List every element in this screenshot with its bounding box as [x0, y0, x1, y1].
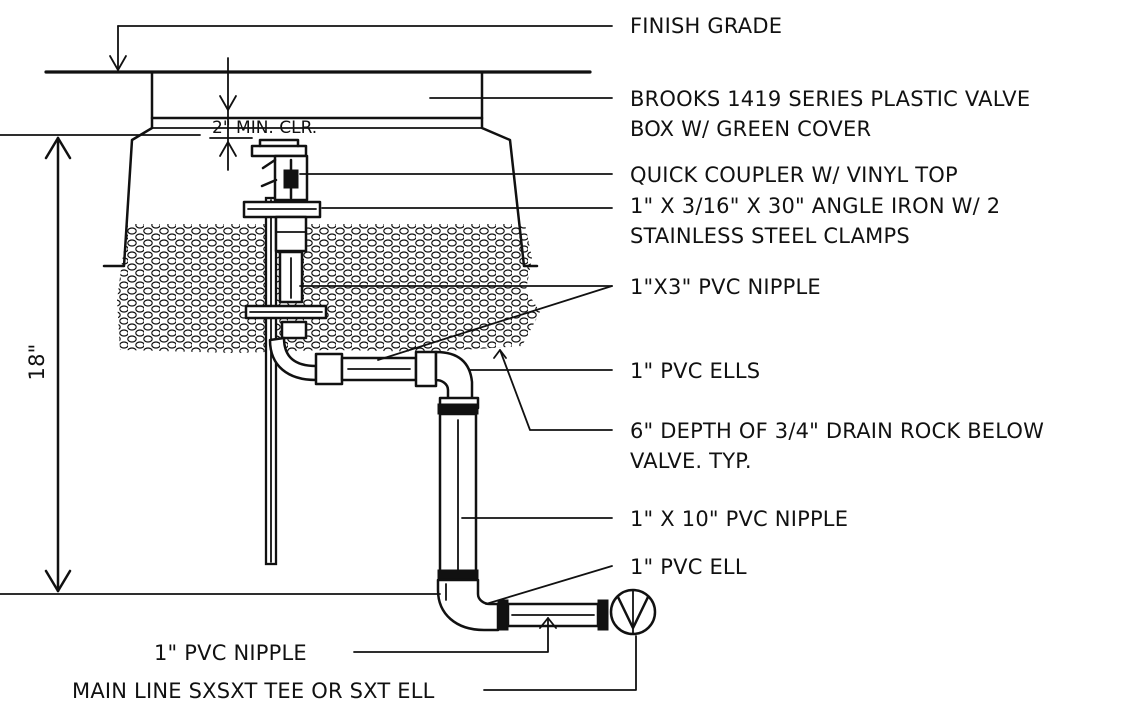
- pvc-ell-label: 1" PVC ELL: [630, 555, 747, 579]
- quick-coupler: [250, 138, 309, 202]
- pvc-nipple-1x10: [437, 403, 479, 582]
- angle-iron-label-line2: STAINLESS STEEL CLAMPS: [630, 224, 910, 248]
- leader-lines: [109, 25, 637, 691]
- drain-rock-label-line2: VALVE. TYP.: [630, 449, 752, 473]
- drain-rock-label-line1: 6" DEPTH OF 3/4" DRAIN ROCK BELOW: [630, 419, 1044, 443]
- right-pvc-ell: [434, 350, 474, 402]
- pvc-nipple-1x3-label: 1"X3" PVC NIPPLE: [630, 275, 821, 299]
- pvc-ells-label: 1" PVC ELLS: [630, 359, 760, 383]
- quick-coupler-vinyl-top: [250, 144, 308, 158]
- pvc-nipple-label: 1" PVC NIPPLE: [154, 641, 307, 665]
- valve-box-cover: [150, 70, 484, 120]
- valve-box-label-line1: BROOKS 1419 SERIES PLASTIC VALVE: [630, 87, 1030, 111]
- drain-rock-area: [117, 224, 540, 353]
- finish-grade-label: FINISH GRADE: [630, 14, 782, 38]
- stainless-steel-clamps: [242, 200, 328, 320]
- main-line-tee: [609, 588, 657, 636]
- main-line-tee-label: MAIN LINE SXSXT TEE OR SXT ELL: [72, 679, 435, 703]
- valve-box-right-wall: [480, 116, 539, 268]
- angle-iron: [264, 196, 278, 566]
- valve-box-label-line2: BOX W/ GREEN COVER: [630, 117, 871, 141]
- depth-dimension: [0, 134, 441, 595]
- pvc-nipple-horizontal-lower: [497, 599, 609, 631]
- depth-dimension-label: 18": [25, 344, 49, 381]
- min-clearance-label: 2" MIN. CLR.: [212, 118, 317, 138]
- min-clearance-dimension: [209, 57, 253, 171]
- pvc-nipple-1x10-label: 1" X 10" PVC NIPPLE: [630, 507, 848, 531]
- pvc-ell-lower: [436, 578, 500, 632]
- valve-box-left-wall: [102, 116, 154, 268]
- quick-coupler-label: QUICK COUPLER W/ VINYL TOP: [630, 163, 958, 187]
- angle-iron-label-line1: 1" X 3/16" X 30" ANGLE IRON W/ 2: [630, 194, 1000, 218]
